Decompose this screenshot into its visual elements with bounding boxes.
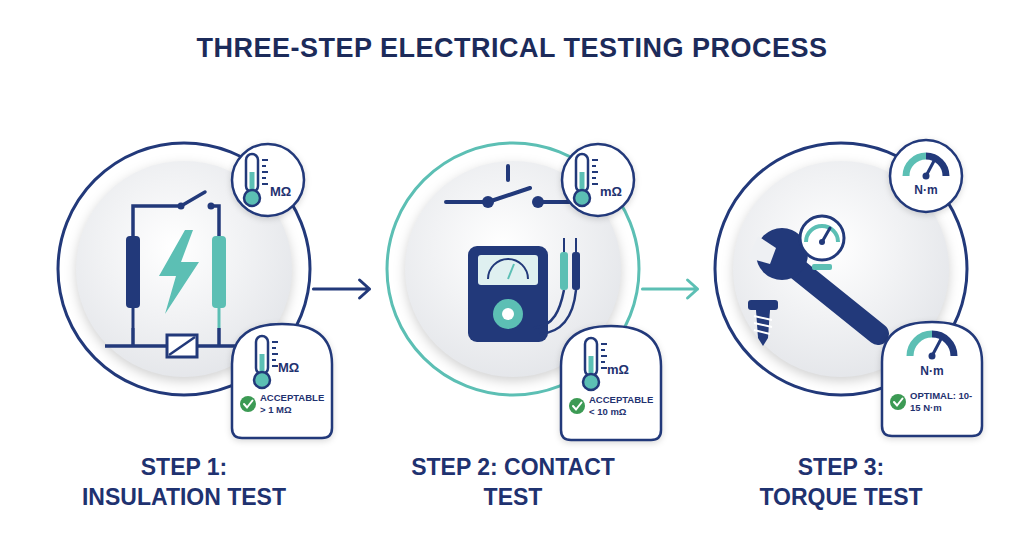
icon-circle [532, 196, 544, 208]
icon-path [132, 308, 135, 328]
icon-circle [929, 353, 936, 360]
icon-circle [232, 144, 304, 216]
unit-label: mΩ [600, 184, 622, 200]
icon-path [446, 200, 582, 204]
icon-rect [126, 236, 140, 308]
icon-path [906, 156, 926, 176]
icon-path [262, 160, 268, 184]
criteria-badge [559, 324, 663, 442]
icon-path [181, 192, 205, 206]
icon-g [254, 336, 278, 388]
icon-circle [240, 396, 256, 412]
icon-circle [574, 190, 590, 206]
unit-badge [230, 142, 306, 218]
icon-path [488, 188, 530, 202]
criteria-badge [880, 320, 984, 438]
icon-path [894, 399, 903, 406]
criteria-badge [230, 322, 334, 440]
step-node: STEP 1: INSULATION TESTMΩMΩACCEPTABLE > … [55, 140, 313, 398]
icon-path [244, 401, 253, 408]
icon-path [910, 334, 932, 356]
icon-path [754, 316, 772, 334]
icon-path [211, 206, 219, 236]
badge-node: N·mOPTIMAL: 10-15 N·m [880, 320, 984, 438]
icon-path [488, 259, 528, 279]
icon-rect [167, 335, 197, 357]
step-node: STEP 3: TORQUE TESTN·mN·mOPTIMAL: 10-15 … [712, 140, 970, 398]
badge-node: mΩ ACCEPTABLE < 10 mΩ [559, 324, 663, 442]
step-label: STEP 1: INSULATION TEST [72, 452, 297, 512]
icon-circle [923, 173, 930, 180]
icon-circle [208, 203, 215, 210]
icon-circle [890, 140, 962, 212]
badge-node: mΩ [560, 142, 636, 218]
unit-badge [888, 138, 964, 214]
icon-g [574, 154, 598, 206]
icon-path [133, 206, 181, 236]
icon-path [564, 238, 576, 252]
badge-node: MΩ [230, 142, 306, 218]
step-label: STEP 3: TORQUE TEST [751, 452, 931, 512]
icon-path [508, 264, 514, 279]
icon-circle [76, 161, 292, 377]
icon-circle [800, 216, 844, 260]
icon-circle [569, 398, 585, 414]
icon-rect [572, 252, 580, 290]
badge-node: MΩ ACCEPTABLE > 1 MΩ [230, 322, 334, 440]
icon-path [169, 337, 195, 355]
icon-path [561, 326, 661, 440]
criteria-label: OPTIMAL: 10-15 N·m [910, 390, 980, 414]
icon-rect [212, 236, 226, 308]
unit-label: MΩ [270, 184, 291, 200]
icon-path [796, 268, 878, 334]
diagram-title: THREE-STEP ELECTRICAL TESTING PROCESS [0, 33, 1024, 64]
unit-badge [560, 142, 636, 218]
unit-label: N·m [888, 183, 964, 198]
icon-path [272, 342, 278, 366]
icon-polygon [159, 230, 199, 314]
icon-circle [178, 203, 185, 210]
icon-path [592, 160, 598, 184]
icon-rect [812, 264, 832, 270]
icon-path [232, 324, 332, 438]
icon-g [583, 338, 607, 390]
criteria-label: ACCEPTABLE < 10 mΩ [589, 394, 659, 418]
step-node: STEP 2: CONTACT TESTmΩmΩACCEPTABLE < 10 … [384, 140, 642, 398]
icon-path [932, 334, 954, 356]
icon-circle [819, 239, 825, 245]
icon-circle [562, 144, 634, 216]
unit-label: MΩ [278, 360, 299, 376]
icon-path [534, 290, 576, 334]
flow-arrow [642, 280, 697, 298]
icon-circle [502, 308, 514, 320]
icon-circle [890, 394, 906, 410]
icon-circle [405, 161, 621, 377]
icon-path [573, 403, 582, 410]
icon-path [882, 322, 982, 436]
criteria-label: ACCEPTABLE > 1 MΩ [260, 392, 330, 416]
icon-circle [583, 374, 599, 390]
icon-rect [478, 255, 538, 285]
step-label: STEP 2: CONTACT TEST [406, 452, 621, 512]
icon-g [244, 154, 268, 206]
icon-polygon [748, 236, 776, 264]
badge-node: N·m [888, 138, 964, 214]
icon-path [506, 166, 510, 180]
icon-path [218, 308, 221, 328]
icon-path [601, 344, 607, 368]
unit-label: N·m [880, 364, 984, 379]
flow-arrow [313, 280, 369, 298]
unit-label: mΩ [607, 362, 629, 378]
icon-rect [748, 300, 778, 310]
icon-circle [493, 299, 523, 329]
icon-path [756, 310, 770, 346]
icon-rect [560, 252, 568, 290]
icon-circle [244, 190, 260, 206]
icon-circle [254, 372, 270, 388]
icon-path [926, 156, 946, 176]
